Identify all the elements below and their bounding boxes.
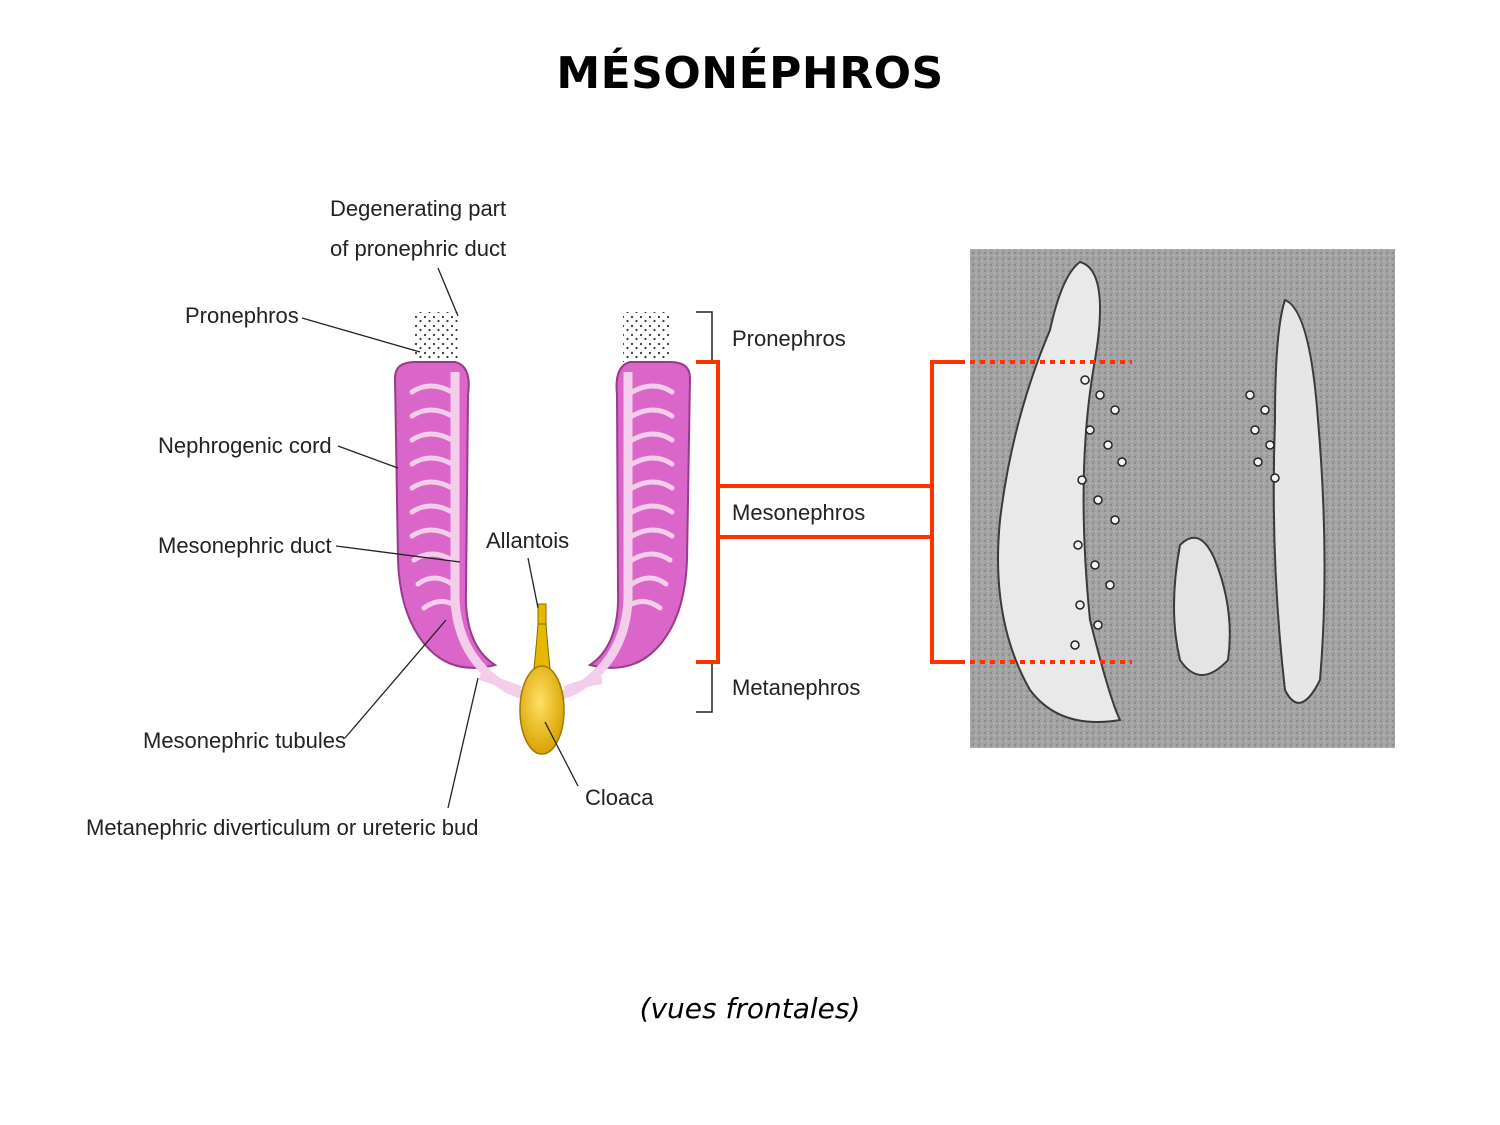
allantois-stalk: [533, 623, 551, 669]
label-bracket-pronephros: Pronephros: [732, 326, 846, 351]
label-mesonephric-duct: Mesonephric duct: [158, 533, 332, 558]
ureteric-bud: [478, 672, 522, 694]
histology-micrograph: [970, 249, 1395, 748]
caption: (vues frontales): [639, 992, 861, 1025]
label-bracket-metanephros: Metanephros: [732, 675, 860, 700]
leader-lines: [301, 267, 579, 809]
label-mesonephric-tubules: Mesonephric tubules: [143, 728, 346, 753]
highlight-connector: [696, 360, 1132, 664]
pronephros-bracket: [696, 311, 713, 713]
label-metanephric-diverticulum: Metanephric diverticulum or ureteric bud: [86, 815, 479, 840]
label-degenerating-line1: Degenerating part: [330, 196, 506, 221]
label-degenerating-line2: of pronephric duct: [330, 236, 506, 261]
nephrogenic-cord-right: [587, 361, 692, 669]
mesonephric-tubules-right: [625, 383, 675, 611]
allantois: [537, 603, 547, 625]
degenerating-duct-right: [623, 312, 669, 362]
label-allantois: Allantois: [486, 528, 569, 553]
slide-title: MÉSONÉPHROS: [556, 48, 944, 99]
ureteric-bud-right: [563, 676, 603, 694]
degenerating-duct-left: [413, 312, 459, 362]
label-bracket-mesonephros: Mesonephros: [732, 500, 865, 525]
label-nephrogenic-cord: Nephrogenic cord: [158, 433, 332, 458]
cloaca: [519, 665, 565, 755]
label-pronephros-left: Pronephros: [185, 303, 299, 328]
mesonephric-tubules-left: [409, 383, 459, 611]
label-cloaca: Cloaca: [585, 785, 654, 810]
